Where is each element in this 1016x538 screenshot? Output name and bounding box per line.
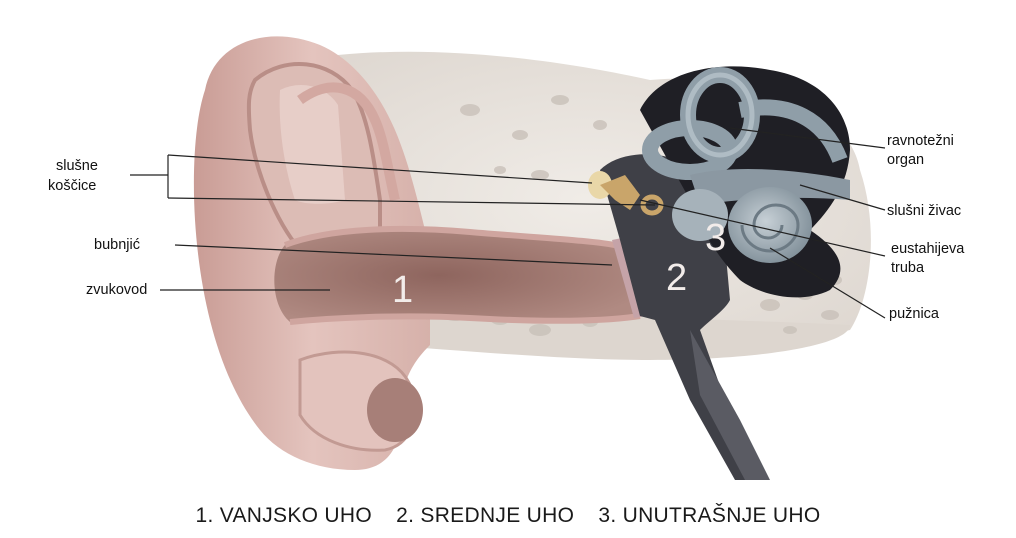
label-eardrum: bubnjić [94,236,140,254]
label-balance-organ-line2: organ [887,151,924,169]
region-number-middle: 2 [666,257,687,299]
region-number-outer: 1 [392,269,413,311]
region-number-inner: 3 [705,217,726,259]
caption-middle-ear: 2. SREDNJE UHO [396,504,574,527]
label-eustachian-tube-line1: eustahijeva [891,240,964,258]
label-eustachian-tube-line2: truba [891,259,924,277]
diagram-caption: 1. VANJSKO UHO 2. SREDNJE UHO 3. UNUTRAŠ… [0,504,1016,528]
ear-canal [274,229,640,322]
label-ear-canal: zvukovod [86,281,147,299]
label-cochlea: pužnica [889,305,939,323]
caption-outer-ear: 1. VANJSKO UHO [195,504,372,527]
caption-inner-ear: 3. UNUTRAŠNJE UHO [598,504,820,527]
label-ossicles-line2: koščice [48,177,96,195]
label-auditory-nerve: slušni živac [887,202,961,220]
label-ossicles-line1: slušne [56,157,98,175]
label-balance-organ-line1: ravnotežni [887,132,954,150]
